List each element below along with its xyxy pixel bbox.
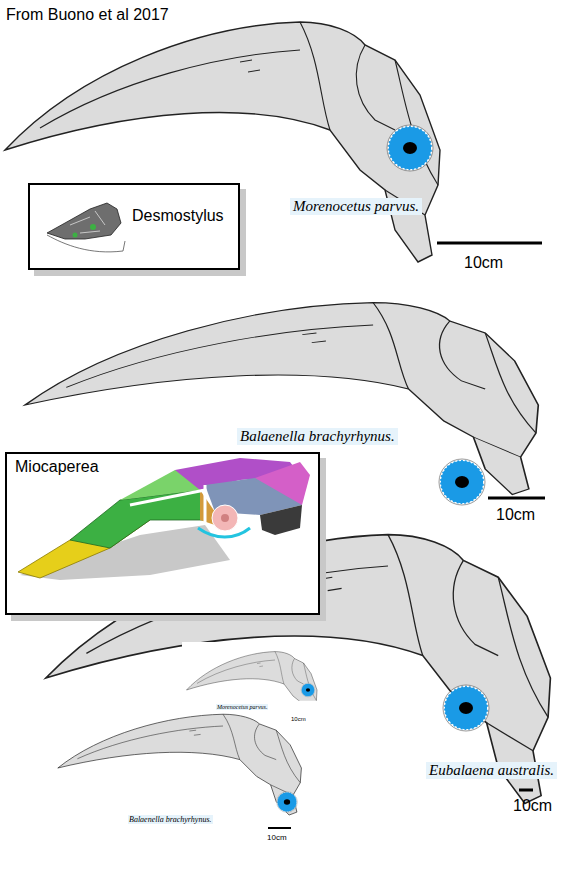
- inset-title: Desmostylus: [132, 207, 224, 225]
- scale-label: 10cm: [513, 797, 552, 815]
- scale-label: 10cm: [496, 506, 535, 524]
- species-name: Eubalaena australis.: [426, 762, 557, 779]
- scale-label: 10cm: [266, 833, 288, 842]
- figure-source: From Buono et al 2017: [6, 6, 169, 24]
- inset-box: Desmostylus: [28, 183, 240, 270]
- inset-title: Miocaperea: [15, 458, 99, 476]
- scale-label: 10cm: [290, 716, 307, 722]
- species-name: Morenocetus parvus.: [290, 198, 422, 215]
- scale-label: 10cm: [464, 254, 503, 272]
- species-name: Balaenella brachyrhynus.: [128, 815, 213, 824]
- species-name: Balaenella brachyrhynus.: [237, 428, 398, 445]
- species-name: Morenocetus parvus.: [216, 704, 268, 710]
- inset-box: Miocaperea: [5, 452, 320, 615]
